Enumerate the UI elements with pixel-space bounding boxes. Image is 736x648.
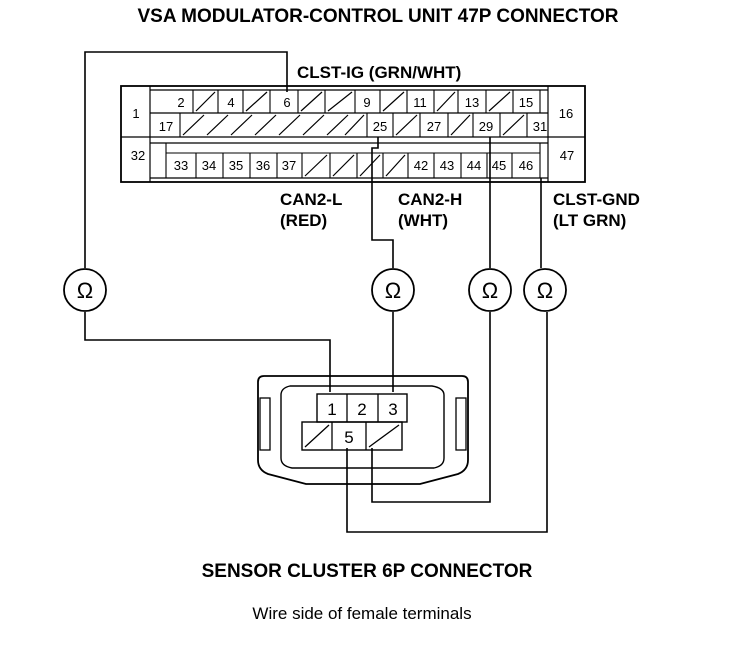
vsa-pin-4: 4	[227, 95, 234, 110]
ohm-symbol-icon: Ω	[482, 278, 498, 303]
vsa-pin-11: 11	[413, 95, 427, 110]
label-clst-ig: CLST-IG (GRN/WHT)	[297, 63, 461, 82]
vsa-pin-25: 25	[373, 119, 387, 134]
vsa-pin-17: 17	[159, 119, 173, 134]
sensor-connector-title: SENSOR CLUSTER 6P CONNECTOR	[202, 561, 533, 582]
vsa-pin-47: 47	[560, 148, 574, 163]
vsa-pin-15: 15	[519, 95, 533, 110]
ohmmeter-symbols: Ω Ω Ω Ω	[63, 268, 567, 312]
sensor-pin-5: 5	[344, 428, 353, 447]
ohm-symbol-icon: Ω	[77, 278, 93, 303]
wire-clst-ig-upper	[84, 51, 288, 268]
vsa-pin-33: 33	[174, 158, 188, 173]
vsa-pin-labels: 1 2 4 6 9 11 13 15 16 17 25 27 29 31 32 …	[131, 95, 574, 173]
vsa-pin-45: 45	[492, 158, 506, 173]
vsa-connector-outer	[120, 85, 586, 183]
vsa-pin-32: 32	[131, 148, 145, 163]
vsa-pin-34: 34	[202, 158, 216, 173]
label-can2h-color: (WHT)	[398, 211, 448, 230]
sensor-pin-2: 2	[357, 400, 366, 419]
vsa-pin-31: 31	[533, 119, 547, 134]
vsa-pin-29: 29	[479, 119, 493, 134]
vsa-pin-6: 6	[283, 95, 290, 110]
label-clst-gnd-color: (LT GRN)	[553, 211, 626, 230]
sensor-pin-1: 1	[327, 400, 336, 419]
vsa-pin-13: 13	[465, 95, 479, 110]
empty-cavity-marks	[182, 91, 525, 177]
sensor-connector-housing	[257, 375, 469, 485]
sensor-connector-inner	[280, 385, 445, 469]
label-clst-gnd-name: CLST-GND	[553, 190, 640, 209]
vsa-pin-35: 35	[229, 158, 243, 173]
vsa-pin-42: 42	[414, 158, 428, 173]
vsa-pin-2: 2	[177, 95, 184, 110]
wire-clst-gnd-lower	[346, 312, 548, 533]
diagram-title: VSA MODULATOR-CONTROL UNIT 47P CONNECTOR	[137, 6, 618, 27]
sensor-cluster-connector	[257, 375, 469, 485]
vsa-47p-connector	[120, 85, 586, 183]
left-lock-tab	[259, 397, 271, 451]
vsa-pin-27: 27	[427, 119, 441, 134]
label-can2l-color: (RED)	[280, 211, 327, 230]
vsa-pin-1: 1	[132, 106, 139, 121]
wire-can2l-upper	[371, 137, 394, 268]
vsa-pin-43: 43	[440, 158, 454, 173]
label-can2h-name: CAN2-H	[398, 190, 462, 209]
sensor-pin-labels: 1 2 3 5	[327, 400, 397, 447]
ohmmeter-2: Ω	[371, 268, 415, 312]
right-lock-tab	[455, 397, 467, 451]
vsa-pin-9: 9	[363, 95, 370, 110]
label-can2l-name: CAN2-L	[280, 190, 342, 209]
vsa-pin-46: 46	[519, 158, 533, 173]
vsa-pin-44: 44	[467, 158, 481, 173]
ohmmeter-4: Ω	[523, 268, 567, 312]
wire-can2h-lower	[371, 312, 491, 503]
vsa-pin-16: 16	[559, 106, 573, 121]
wires	[84, 51, 548, 533]
vsa-pin-36: 36	[256, 158, 270, 173]
wire-clst-ig-lower	[84, 312, 331, 392]
ohm-symbol-icon: Ω	[385, 278, 401, 303]
ohmmeter-1: Ω	[63, 268, 107, 312]
sensor-pin-3: 3	[388, 400, 397, 419]
ohm-symbol-icon: Ω	[537, 278, 553, 303]
vsa-pin-37: 37	[282, 158, 296, 173]
ohmmeter-3: Ω	[468, 268, 512, 312]
view-note: Wire side of female terminals	[252, 604, 471, 623]
